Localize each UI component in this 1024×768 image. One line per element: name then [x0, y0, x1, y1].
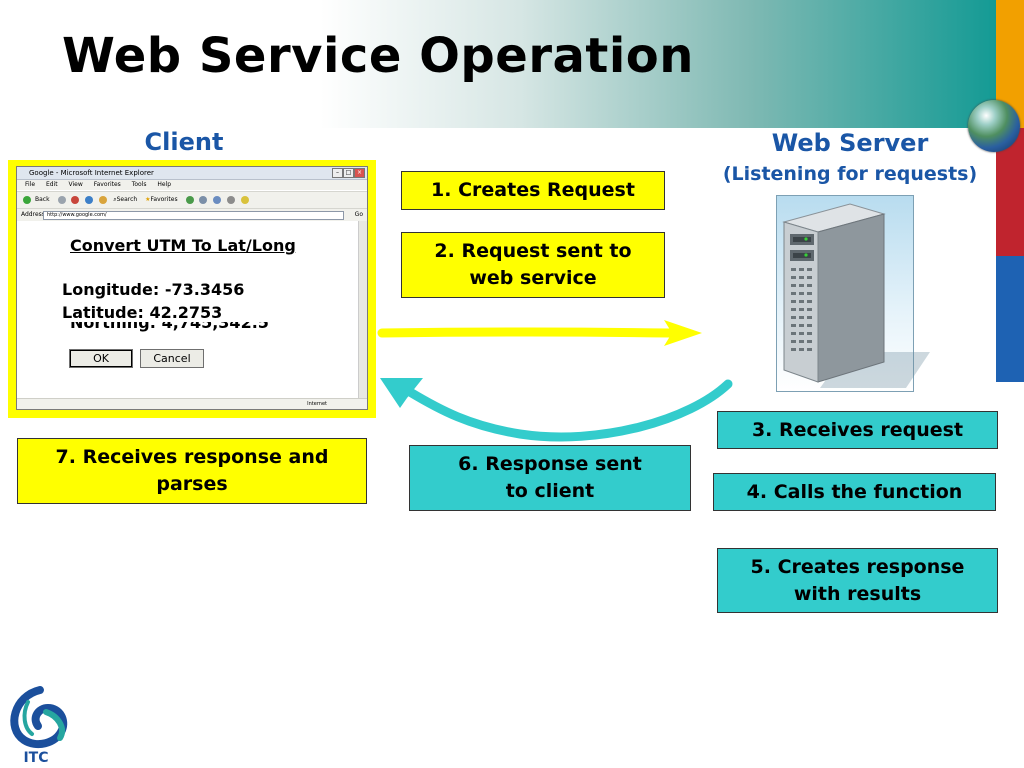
- ok-button[interactable]: OK: [69, 349, 133, 368]
- northing-value: Northing: 4,745,342.5: [70, 322, 269, 333]
- itc-logo-icon: [10, 686, 68, 749]
- browser-content: [17, 221, 359, 399]
- latitude-value: Latitude: 42.2753: [62, 303, 223, 322]
- browser-toolbar: Back ⌕Search ★Favorites: [17, 191, 367, 208]
- browser-window: Google - Microsoft Internet Explorer – □…: [16, 166, 368, 410]
- server-heading: Web Server: [771, 129, 929, 157]
- request-arrow: [377, 320, 702, 346]
- forward-icon[interactable]: [57, 195, 66, 204]
- client-heading: Client: [144, 128, 224, 156]
- step-1-box: 1. Creates Request: [401, 171, 665, 210]
- menu-edit[interactable]: Edit: [45, 181, 58, 188]
- northing-text: Northing: 4,745,342.5: [70, 322, 269, 332]
- browser-window-title: Google - Microsoft Internet Explorer: [29, 169, 154, 177]
- back-icon[interactable]: [23, 195, 31, 204]
- menu-tools[interactable]: Tools: [131, 181, 147, 188]
- menu-help[interactable]: Help: [157, 181, 172, 188]
- longitude-value: Longitude: -73.3456: [62, 280, 245, 299]
- browser-status-bar: Internet: [17, 398, 367, 409]
- step-5-box: 5. Creates response with results: [717, 548, 998, 613]
- stop-icon[interactable]: [71, 195, 80, 204]
- close-icon[interactable]: ×: [354, 168, 365, 178]
- folder-icon[interactable]: [241, 195, 250, 204]
- print-icon[interactable]: [227, 195, 236, 204]
- step-7-box: 7. Receives response and parses: [17, 438, 367, 504]
- home-icon[interactable]: [99, 195, 108, 204]
- menu-favorites[interactable]: Favorites: [93, 181, 121, 188]
- favorites-star-icon[interactable]: ★: [145, 196, 151, 203]
- server-subheading: (Listening for requests): [722, 163, 978, 185]
- menu-view[interactable]: View: [68, 181, 83, 188]
- go-button[interactable]: Go: [354, 211, 363, 218]
- favorites-button[interactable]: Favorites: [150, 196, 178, 203]
- search-icon[interactable]: ⌕: [113, 196, 117, 203]
- mail-icon[interactable]: [213, 195, 222, 204]
- address-bar: Address http://www.google.com/ Go: [17, 208, 367, 221]
- menu-file[interactable]: File: [25, 181, 36, 188]
- globe-icon: [968, 100, 1020, 152]
- address-label: Address: [21, 211, 45, 218]
- status-zone: Internet: [307, 401, 327, 407]
- maximize-icon[interactable]: □: [343, 168, 354, 178]
- browser-menu-bar: File Edit View Favorites Tools Help: [17, 180, 367, 190]
- cancel-button[interactable]: Cancel: [140, 349, 204, 368]
- back-button[interactable]: Back: [35, 196, 50, 203]
- accent-bar-blue: [996, 256, 1024, 382]
- step-3-box: 3. Receives request: [717, 411, 998, 449]
- step-4-box: 4. Calls the function: [713, 473, 996, 511]
- header-band: [0, 0, 1000, 128]
- refresh-icon[interactable]: [85, 195, 94, 204]
- search-button[interactable]: Search: [116, 196, 138, 203]
- address-input[interactable]: http://www.google.com/: [43, 211, 344, 220]
- slide-title: Web Service Operation: [62, 28, 694, 84]
- media-icon[interactable]: [185, 195, 194, 204]
- browser-title-bar: Google - Microsoft Internet Explorer – □…: [17, 167, 367, 180]
- server-icon: [782, 203, 930, 388]
- step-2-box: 2. Request sent to web service: [401, 232, 665, 298]
- minimize-icon[interactable]: –: [332, 168, 343, 178]
- dialog-title: Convert UTM To Lat/Long: [70, 236, 296, 255]
- history-icon[interactable]: [199, 195, 208, 204]
- browser-scrollbar[interactable]: [358, 221, 367, 399]
- itc-logo-text: ITC: [23, 750, 48, 766]
- step-6-box: 6. Response sent to client: [409, 445, 691, 511]
- response-arrow: [380, 378, 733, 442]
